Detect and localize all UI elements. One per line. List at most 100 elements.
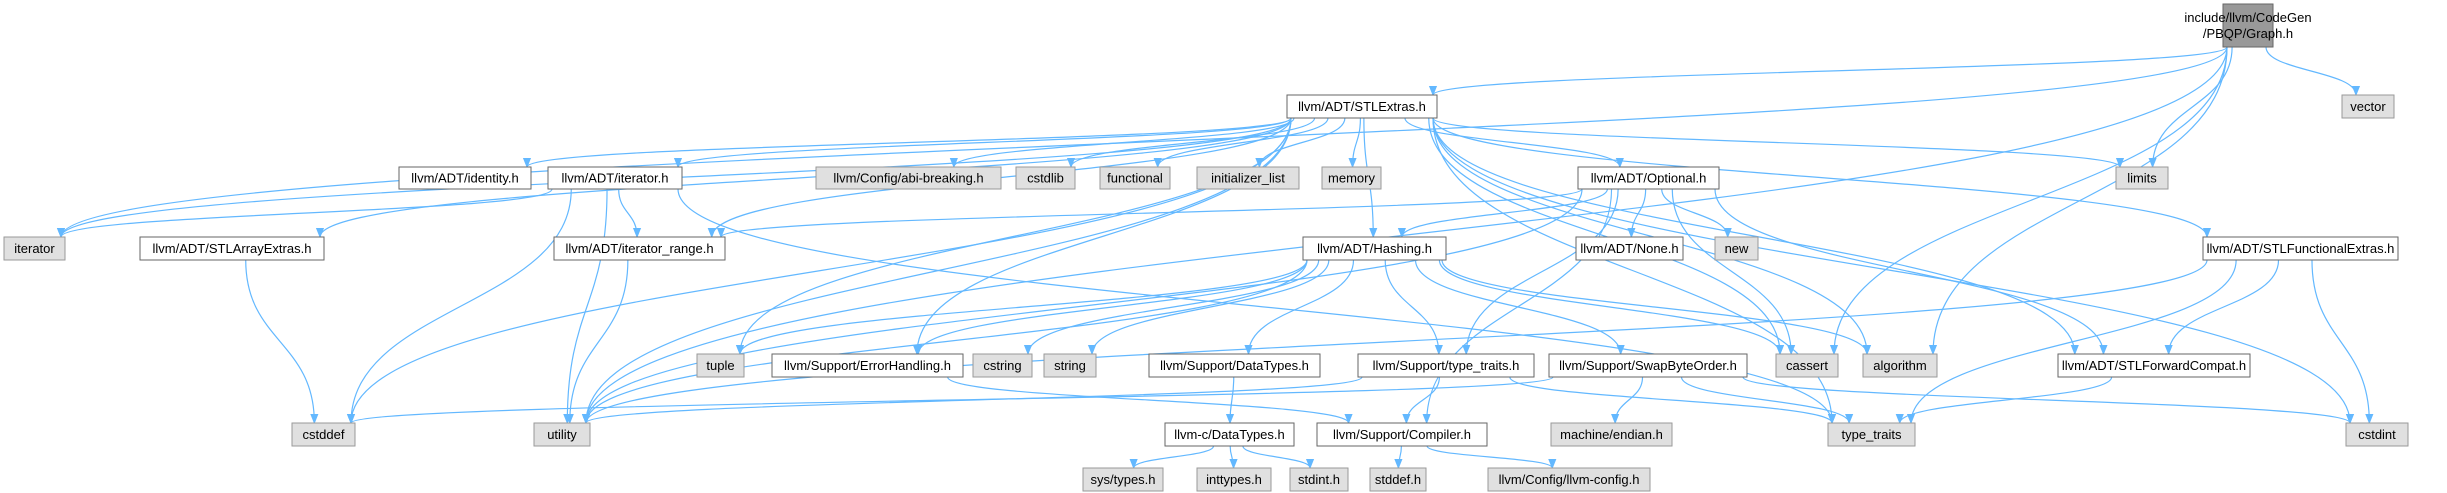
edge-graph_h-to-limits — [2153, 46, 2233, 167]
edge-adt_iterator-to-iterrange — [618, 188, 637, 237]
node-label-limits: limits — [2127, 171, 2157, 186]
edge-stlextras-to-algorithm — [1432, 117, 1867, 354]
edge-optional-to-none — [1631, 188, 1647, 237]
node-box-stlarray — [139, 236, 325, 261]
node-label-stlextras: llvm/ADT/STLExtras.h — [1298, 99, 1426, 114]
node-box-inttypes — [1196, 467, 1272, 492]
node-box-stlextras — [1286, 94, 1438, 119]
node-box-string — [1043, 353, 1097, 378]
edge-hashing-to-errhandling — [918, 259, 1308, 355]
edge-adt_iterator-to-type_traits — [677, 188, 1832, 423]
node-c_datatypes[interactable]: llvm-c/DataTypes.h — [1164, 422, 1295, 447]
node-stlarray[interactable]: llvm/ADT/STLArrayExtras.h — [139, 236, 325, 261]
node-label-cassert: cassert — [1786, 358, 1828, 373]
node-box-initlist — [1196, 166, 1300, 190]
edge-optional-to-utility — [586, 188, 1583, 423]
edge-optional-to-stlfwd — [1714, 188, 2103, 354]
node-box-cstring — [972, 353, 1033, 378]
edge-hashing-to-cassert — [1438, 259, 1780, 355]
node-iterator: iterator — [3, 236, 66, 261]
edge-optional-to-hashing — [1402, 188, 1608, 238]
node-errhandling[interactable]: llvm/Support/ErrorHandling.h — [771, 353, 964, 378]
node-box-abi — [815, 166, 1002, 190]
node-label-initlist: initializer_list — [1211, 171, 1285, 186]
edge-stlextras-to-stlfwd — [1432, 117, 2075, 354]
edge-typetraits_h-to-compiler — [1406, 376, 1440, 424]
node-label-stlarray: llvm/ADT/STLArrayExtras.h — [153, 241, 312, 256]
node-inttypes: inttypes.h — [1196, 467, 1272, 492]
edge-stlextras-to-errhandling — [917, 117, 1292, 354]
node-box-stddef — [1369, 467, 1427, 492]
node-label-graph_h: include/llvm/CodeGen — [2184, 10, 2311, 25]
edge-swapbyte-to-machendian — [1615, 376, 1644, 424]
node-machendian: machine/endian.h — [1550, 422, 1673, 447]
node-label-errhandling: llvm/Support/ErrorHandling.h — [784, 358, 951, 373]
node-layer: include/llvm/CodeGen/PBQP/Graph.hvectorl… — [3, 3, 2409, 492]
edge-hashing-to-swapbyte — [1414, 259, 1621, 354]
node-label-cstdint: cstdint — [2358, 427, 2396, 442]
node-datatypes[interactable]: llvm/Support/DataTypes.h — [1148, 353, 1321, 378]
edge-stlfunc-to-utility — [586, 259, 2208, 423]
node-label-machendian: machine/endian.h — [1560, 427, 1663, 442]
node-box-graph_h — [2222, 3, 2274, 48]
node-box-algorithm — [1862, 353, 1938, 378]
node-cstddef: cstddef — [291, 422, 356, 447]
edge-hashing-to-tuple — [740, 259, 1308, 355]
node-hashing[interactable]: llvm/ADT/Hashing.h — [1302, 236, 1447, 261]
node-limits: limits — [2115, 166, 2169, 190]
edge-compiler-to-stddef — [1398, 445, 1401, 468]
edge-c_datatypes-to-stdint — [1242, 445, 1310, 469]
node-stlfunc[interactable]: llvm/ADT/STLFunctionalExtras.h — [2202, 236, 2399, 261]
edge-stlextras-to-cstdint — [1432, 117, 2350, 423]
node-stddef: stddef.h — [1369, 467, 1427, 492]
edge-graph_h-to-utility — [586, 46, 2228, 423]
node-iterrange[interactable]: llvm/ADT/iterator_range.h — [553, 236, 726, 261]
edge-swapbyte-to-cstddef — [351, 376, 1554, 424]
node-box-llvmconfig — [1487, 467, 1651, 492]
node-stlextras[interactable]: llvm/ADT/STLExtras.h — [1286, 94, 1438, 119]
node-initlist: initializer_list — [1196, 166, 1300, 190]
node-label-stlfwd: llvm/ADT/STLForwardCompat.h — [2062, 358, 2246, 373]
node-label-swapbyte: llvm/Support/SwapByteOrder.h — [1559, 358, 1737, 373]
node-box-swapbyte — [1548, 353, 1748, 378]
node-none[interactable]: llvm/ADT/None.h — [1575, 236, 1684, 261]
edge-stlextras-to-adt_iterator — [678, 117, 1292, 168]
node-graph_h[interactable]: include/llvm/CodeGen/PBQP/Graph.h — [2184, 3, 2312, 48]
node-swapbyte[interactable]: llvm/Support/SwapByteOrder.h — [1548, 353, 1748, 378]
node-label-compiler: llvm/Support/Compiler.h — [1333, 427, 1471, 442]
edge-stlarray-to-cstddef — [245, 259, 315, 423]
node-box-systypes — [1082, 467, 1164, 492]
node-box-cstdint — [2345, 422, 2409, 447]
edge-hashing-to-cstring — [1028, 259, 1320, 355]
node-label-hashing: llvm/ADT/Hashing.h — [1317, 241, 1432, 256]
edge-swapbyte-to-cstdint — [1742, 376, 2350, 424]
node-box-optional — [1577, 166, 1720, 190]
node-label-algorithm: algorithm — [1873, 358, 1926, 373]
node-box-cstdlib — [1015, 166, 1076, 190]
edge-optional-to-compiler — [1427, 188, 1613, 423]
edge-compiler-to-llvmconfig — [1426, 445, 1552, 469]
edge-stlextras-to-limits — [1432, 117, 2120, 168]
edge-stlextras-to-tuple — [740, 117, 1292, 354]
edge-graph_h-to-iterator — [61, 46, 2228, 237]
node-tuple: tuple — [696, 353, 745, 378]
node-typetraits_h[interactable]: llvm/Support/type_traits.h — [1357, 353, 1535, 378]
node-box-limits — [2115, 166, 2169, 190]
node-optional[interactable]: llvm/ADT/Optional.h — [1577, 166, 1720, 190]
node-label-tuple: tuple — [706, 358, 734, 373]
node-stlfwd[interactable]: llvm/ADT/STLForwardCompat.h — [2057, 353, 2251, 378]
node-adt_iterator[interactable]: llvm/ADT/iterator.h — [547, 166, 683, 190]
edge-stlextras-to-cstdlib — [1071, 117, 1316, 168]
node-box-stdint — [1289, 467, 1349, 492]
node-utility: utility — [533, 422, 591, 447]
edge-stlextras-to-stlarray — [320, 117, 1292, 238]
node-compiler[interactable]: llvm/Support/Compiler.h — [1316, 422, 1488, 447]
edge-c_datatypes-to-systypes — [1134, 445, 1215, 469]
edge-graph_h-to-cassert — [1834, 46, 2228, 354]
edge-stlextras-to-identity — [527, 117, 1292, 168]
edge-hashing-to-datatypes — [1249, 259, 1355, 354]
node-box-adt_iterator — [547, 166, 683, 190]
edge-swapbyte-to-type_traits — [1680, 376, 1850, 424]
node-box-new — [1714, 236, 1759, 261]
node-identity[interactable]: llvm/ADT/identity.h — [398, 166, 532, 190]
